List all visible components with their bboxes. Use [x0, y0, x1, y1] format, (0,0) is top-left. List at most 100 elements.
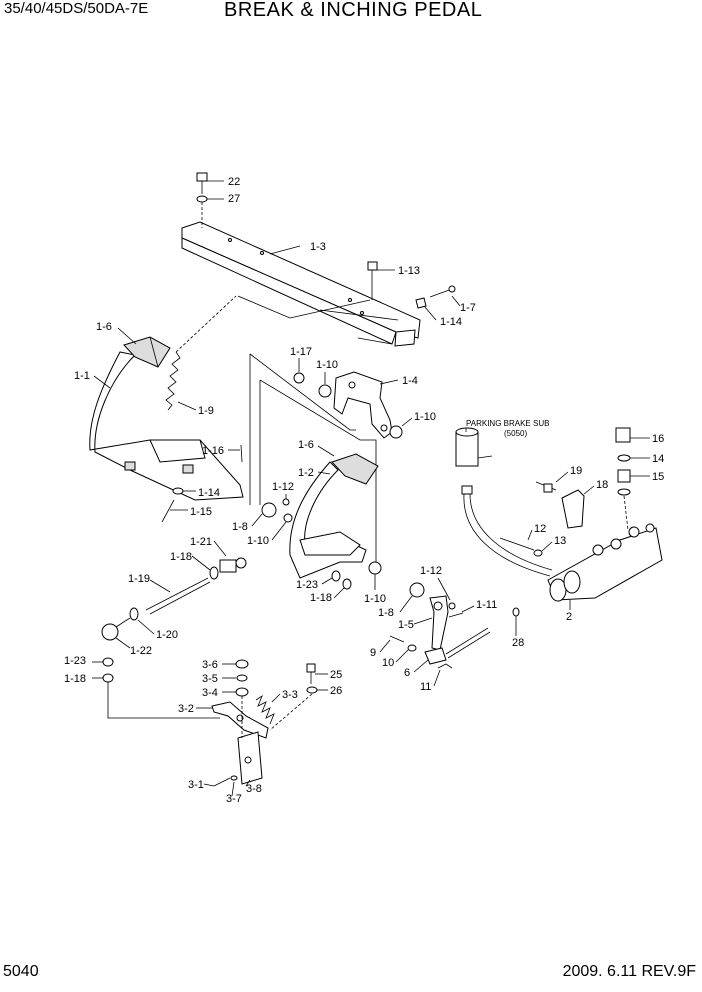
callout-1-6: 1-6 [96, 321, 112, 333]
callout-1-23: 1-23 [296, 579, 318, 591]
bushing-1-8b [409, 582, 425, 598]
callout-1-21: 1-21 [190, 536, 212, 548]
bolt-1-7 [429, 288, 453, 298]
callout-1-1: 1-1 [74, 370, 90, 382]
callout-1-8: 1-8 [378, 607, 394, 619]
callout-1-15: 1-15 [190, 506, 212, 518]
callout-1-13: 1-13 [398, 265, 420, 277]
callout-1-20: 1-20 [156, 629, 178, 641]
reservoir [455, 427, 493, 467]
callout-22: 22 [228, 176, 240, 188]
switch-19 [535, 481, 557, 493]
bushing-1-10c [283, 513, 293, 523]
nut-1-14 [415, 297, 427, 309]
callout-10: 10 [382, 657, 394, 669]
callout-9: 9 [370, 647, 376, 659]
callout-1-17: 1-17 [290, 346, 312, 358]
nut-1-20 [129, 607, 139, 621]
callout-3-2: 3-2 [178, 703, 194, 715]
callout-28: 28 [512, 637, 524, 649]
callout-1-10: 1-10 [364, 593, 386, 605]
callout-1-18: 1-18 [170, 551, 192, 563]
bracket-1-4 [333, 371, 393, 439]
bolt-3-1 [213, 777, 231, 787]
callout-1-6: 1-6 [298, 439, 314, 451]
clevis-6 [424, 647, 447, 665]
bracket-3-8 [237, 731, 263, 785]
hose-fitting [461, 485, 473, 495]
callout-3-7: 3-7 [226, 793, 242, 805]
callout-1-7: 1-7 [460, 302, 476, 314]
callout-14: 14 [652, 453, 664, 465]
callout-3-3: 3-3 [282, 689, 298, 701]
callout-1-22: 1-22 [130, 645, 152, 657]
callout-6: 6 [404, 667, 410, 679]
callout-1-14: 1-14 [198, 487, 220, 499]
bolt-1-15 [161, 499, 175, 523]
callout-1-19: 1-19 [128, 573, 150, 585]
callout-1-2: 1-2 [298, 467, 314, 479]
callout-3-6: 3-6 [202, 659, 218, 671]
bushing-1-12 [282, 498, 290, 506]
fitting-16 [615, 427, 631, 443]
bolt-12 [499, 537, 535, 551]
hose [463, 493, 551, 577]
bushing-1-17 [293, 372, 305, 384]
washer-14 [617, 454, 631, 462]
callout-1-12: 1-12 [272, 481, 294, 493]
callout-1-4: 1-4 [402, 375, 418, 387]
callout-1-8: 1-8 [232, 521, 248, 533]
bolt-22 [196, 172, 208, 194]
callout-1-10: 1-10 [316, 359, 338, 371]
callout-1-23: 1-23 [64, 655, 86, 667]
pedal-pad-1-6a [123, 336, 171, 368]
washer-13 [533, 549, 543, 557]
callout-1-18: 1-18 [310, 592, 332, 604]
spring-3-3 [255, 694, 275, 725]
callout-19: 19 [570, 465, 582, 477]
callout-1-12: 1-12 [420, 565, 442, 577]
callout-11: 11 [420, 681, 431, 693]
callout-1-9: 1-9 [198, 405, 214, 417]
callout-1-5: 1-5 [398, 619, 414, 631]
callout-1-16: 1-16 [202, 445, 224, 457]
callout-13: 13 [554, 535, 566, 547]
inching-pedal-1-2 [289, 461, 367, 579]
model-label: 35/40/45DS/50DA-7E [4, 0, 149, 17]
callout-12: 12 [534, 523, 546, 535]
bushing-1-12b [448, 602, 456, 610]
brake-pedal-1-1 [89, 351, 244, 501]
bracket-1-3 [181, 221, 421, 347]
bushing-1-8 [261, 502, 277, 518]
washer-3-5 [236, 674, 248, 682]
callout-1-10: 1-10 [247, 535, 269, 547]
nut-1-18 [342, 578, 352, 590]
nut-1-18c [102, 673, 114, 683]
clip-11 [437, 663, 453, 669]
lever-1-5 [429, 595, 449, 651]
washer-27 [196, 195, 208, 203]
pin-1-16 [240, 444, 243, 463]
bushing-1-10 [318, 384, 332, 398]
washer-1-14 [172, 487, 184, 495]
callout-18: 18 [596, 479, 608, 491]
lever-3-2 [211, 701, 269, 739]
bracket-18 [561, 489, 585, 529]
callout-2: 2 [566, 611, 572, 623]
master-cylinder-2 [547, 523, 663, 602]
callout-3-1: 3-1 [188, 779, 204, 791]
subassembly-note-line2: (5050) [504, 429, 527, 438]
callout-3-8: 3-8 [246, 783, 262, 795]
callout-labels: 22 27 1-3 1-13 1-7 1-14 1-6 1-1 1-9 1-17… [64, 176, 664, 805]
callout-15: 15 [652, 471, 664, 483]
callout-3-4: 3-4 [202, 687, 218, 699]
leader-lines [92, 180, 650, 797]
date-revision: 2009. 6.11 REV.9F [562, 963, 696, 980]
washer-10 [407, 644, 417, 652]
callout-1-18: 1-18 [64, 673, 86, 685]
callout-1-10: 1-10 [414, 411, 436, 423]
washer-26 [306, 686, 318, 694]
rod-1-19 [145, 577, 211, 615]
push-rod [445, 627, 489, 655]
